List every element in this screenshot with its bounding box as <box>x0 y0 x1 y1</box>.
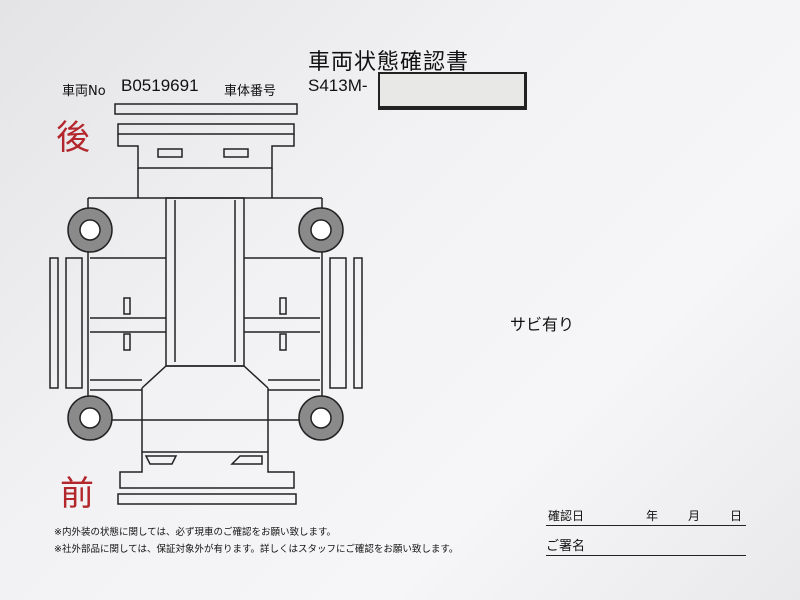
rear-lamp-right <box>223 148 249 158</box>
damage-note: サビ有り <box>510 315 575 334</box>
headlamp-left <box>144 455 178 465</box>
hood <box>141 365 269 453</box>
chassis-no-label: 車体番号 <box>224 84 277 99</box>
rear-bumper <box>114 103 298 115</box>
left-side-bar <box>49 257 59 389</box>
headlamp-right <box>230 455 263 465</box>
rear-lamp-left <box>157 148 183 158</box>
footnote: ※社外部品に関しては、保証対象外が有ります。詳しくはスタッフにご確認をお願い致し… <box>54 544 459 555</box>
body-outline <box>87 197 323 421</box>
rear-bumper-lower <box>117 123 295 135</box>
vehicle-no-label: 車両No <box>62 84 106 99</box>
front-bumper <box>117 493 297 505</box>
day-label: 日 <box>730 509 743 523</box>
footnote: ※内外装の状態に関しては、必ず現車のご確認をお願い致します。 <box>54 527 337 538</box>
month-label: 月 <box>688 509 701 523</box>
confirm-date-label: 確認日 <box>548 509 585 523</box>
vehicle-no: B0519691 <box>121 76 199 95</box>
front-outline <box>119 452 295 489</box>
rear-label: 後 <box>56 118 90 158</box>
front-label: 前 <box>60 474 94 514</box>
rear-outline <box>117 134 295 169</box>
wheels <box>67 207 344 441</box>
right-side-bar <box>353 257 363 389</box>
redaction-sticker <box>378 72 527 110</box>
year-label: 年 <box>646 509 659 523</box>
roof <box>165 197 245 367</box>
confirm-date-field: 確認日 年 月 日 <box>546 507 746 526</box>
signature-field: ご署名 <box>546 535 746 556</box>
signature-label: ご署名 <box>546 539 586 554</box>
chassis-no: S413M- <box>308 76 368 95</box>
document-title: 車両状態確認書 <box>308 50 470 75</box>
